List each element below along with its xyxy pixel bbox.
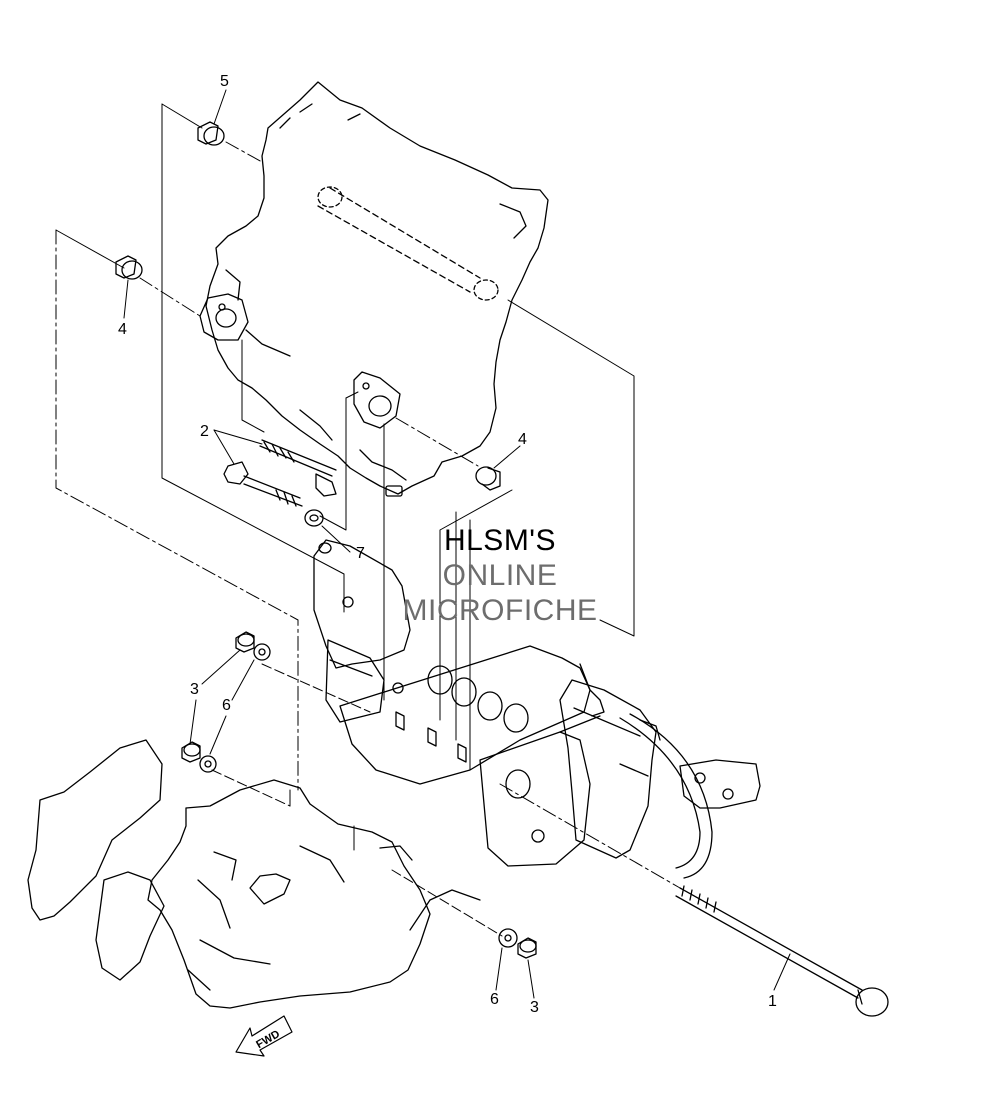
nut-5 bbox=[197, 121, 225, 146]
nut-3-upper bbox=[235, 631, 255, 653]
nut-3-lower bbox=[517, 937, 537, 959]
assembly-lines bbox=[55, 103, 681, 937]
callout-leaders bbox=[123, 89, 791, 999]
nut-4-left bbox=[115, 255, 143, 280]
callout-3-lower: 3 bbox=[530, 999, 539, 1016]
callout-3-upper: 3 bbox=[190, 681, 199, 698]
bolt-2-upper bbox=[259, 439, 337, 497]
bolt-1 bbox=[675, 885, 889, 1017]
watermark-line-3: MICROFICHE bbox=[402, 594, 598, 627]
washer-6-upper bbox=[253, 643, 271, 661]
callout-4-right: 4 bbox=[518, 431, 527, 448]
callout-7: 7 bbox=[356, 545, 365, 562]
callout-6-upper: 6 bbox=[222, 697, 231, 714]
engine-block bbox=[199, 81, 549, 497]
washer-6-lower bbox=[498, 928, 518, 948]
callout-6-lower: 6 bbox=[490, 991, 499, 1008]
frame-chassis bbox=[27, 739, 481, 1009]
callout-2: 2 bbox=[200, 423, 209, 440]
fwd-arrow-icon bbox=[235, 1015, 293, 1057]
nut-3-mid bbox=[181, 741, 201, 763]
callout-5: 5 bbox=[220, 73, 229, 90]
washer-6-mid bbox=[199, 755, 217, 773]
watermark-line-1: HLSM'S bbox=[443, 524, 557, 557]
callout-4-left: 4 bbox=[118, 321, 127, 338]
engine-mount-bracket bbox=[313, 539, 761, 879]
bolt-2-lower bbox=[223, 461, 303, 507]
callout-1: 1 bbox=[768, 993, 777, 1010]
nut-4-right bbox=[475, 466, 501, 491]
washer-7 bbox=[304, 509, 324, 527]
watermark-line-2: ONLINE bbox=[442, 559, 558, 592]
